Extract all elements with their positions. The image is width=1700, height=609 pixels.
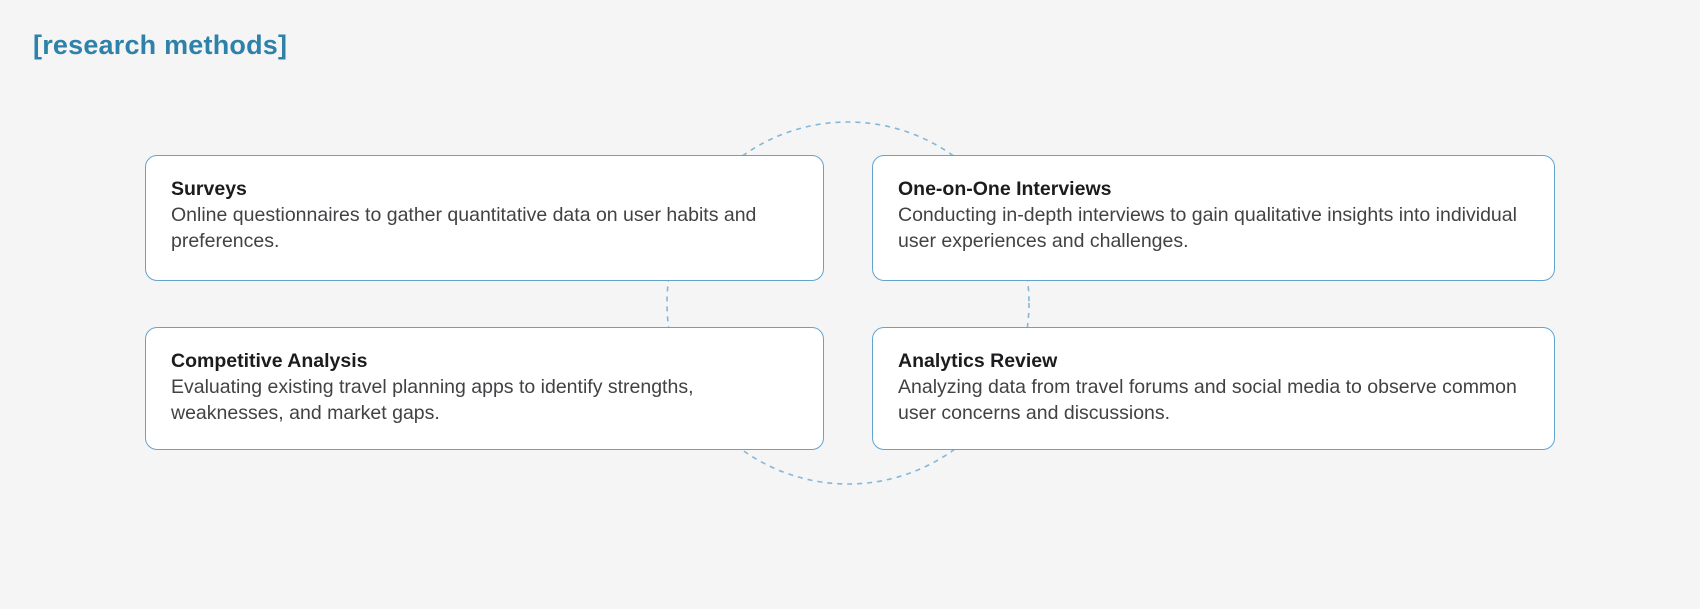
card-title: Analytics Review: [898, 350, 1058, 372]
card-analytics-review[interactable]: Analytics Review Analyzing data from tra…: [872, 327, 1555, 450]
card-description: Online questionnaires to gather quantita…: [171, 204, 757, 252]
card-title: Competitive Analysis: [171, 350, 368, 372]
page-title: [research methods]: [33, 30, 288, 60]
card-description: Conducting in-depth interviews to gain q…: [898, 204, 1517, 252]
card-one-on-one-interviews[interactable]: One-on-One Interviews Conducting in-dept…: [872, 155, 1555, 281]
card-competitive-analysis[interactable]: Competitive Analysis Evaluating existing…: [145, 327, 824, 450]
card-description: Analyzing data from travel forums and so…: [898, 376, 1517, 424]
card-title: One-on-One Interviews: [898, 178, 1112, 200]
card-description: Evaluating existing travel planning apps…: [171, 376, 694, 424]
card-title: Surveys: [171, 178, 247, 200]
card-surveys[interactable]: Surveys Online questionnaires to gather …: [145, 155, 824, 281]
